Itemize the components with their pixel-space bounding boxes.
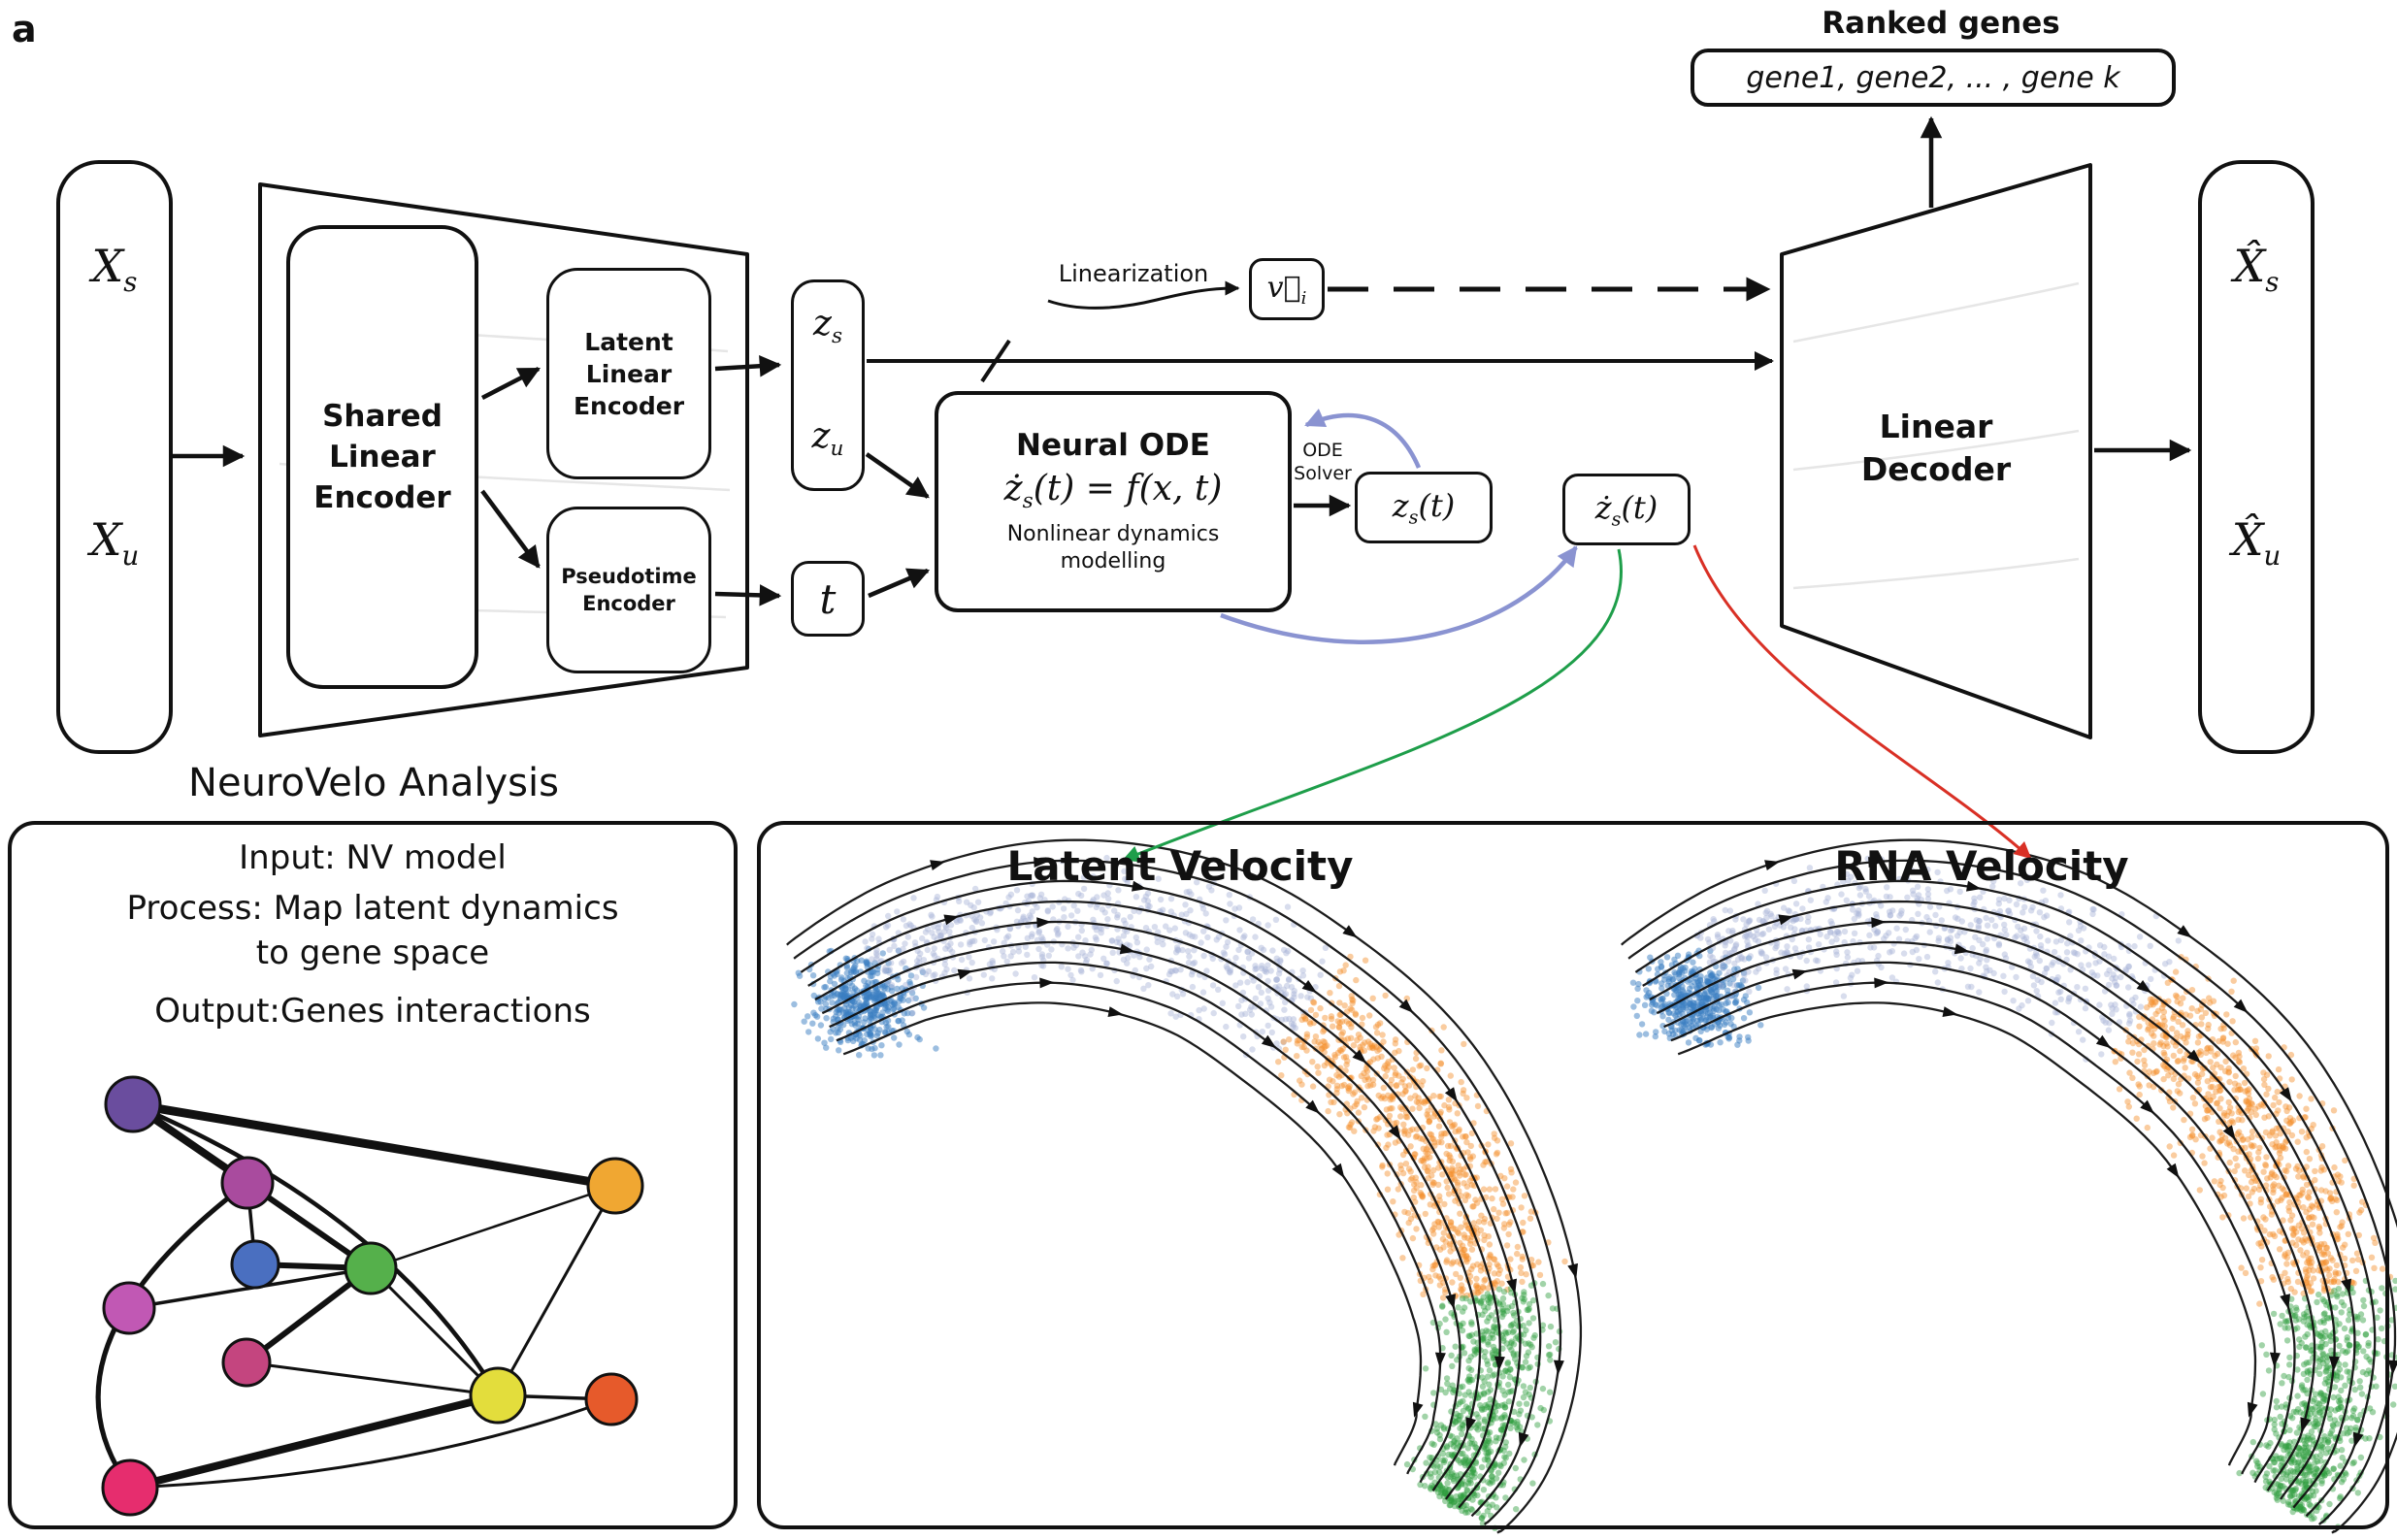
feedback-curve-solver-to-ode [1304, 409, 1422, 469]
ode-solver-label: ODE Solver [1294, 440, 1352, 484]
analysis-process-line-2: to gene space [255, 934, 490, 972]
shared-encoder-label-3: Encoder [313, 480, 451, 515]
node-magenta-purple [220, 1156, 275, 1210]
arrow-shared-to-pseudotime [480, 489, 541, 569]
latent-velocity-title: Latent Velocity [1006, 842, 1354, 890]
linearization-label: Linearization [1058, 260, 1209, 287]
input-xu-label: Xu [89, 513, 140, 573]
solved-state-box: zs(t) [1355, 472, 1493, 543]
network-edge [128, 1397, 613, 1490]
analysis-output-line: Output:Genes interactions [154, 992, 591, 1031]
node-crimson [101, 1458, 159, 1517]
figure-label: a [12, 8, 37, 50]
arrow-z-to-ode [865, 452, 930, 499]
neural-ode-subtitle-1: Nonlinear dynamics [1006, 522, 1220, 547]
t-label: t [819, 574, 837, 623]
input-box: Xs Xu [56, 160, 173, 754]
network-edge [245, 1360, 500, 1397]
time-box: t [791, 561, 865, 637]
decoder-label-1: Linear [1879, 408, 1993, 445]
eigen-vector-box: v⃗i [1249, 258, 1325, 320]
latent-encoder-label-3: Encoder [573, 391, 685, 420]
analysis-panel: Input: NV model Process: Map latent dyna… [8, 821, 738, 1529]
arrow-latentenc-to-z [714, 354, 782, 377]
curve-zdot-to-latent-velocity [1122, 548, 1623, 863]
latent-velocity-state-box: żs(t) [1562, 474, 1691, 545]
arrow-t-to-ode [868, 568, 931, 599]
network-edge [369, 1266, 500, 1397]
network-edge [128, 1099, 620, 1191]
arrow-pseudotime-to-t [714, 584, 782, 606]
network-edge [496, 1184, 617, 1397]
ranked-genes-title: Ranked genes [1822, 6, 2060, 41]
node-magenta [221, 1337, 272, 1388]
latent-state-box: zs zu [791, 279, 865, 491]
zdot-label: żs(t) [1594, 488, 1658, 531]
cluster-lavender [862, 854, 1330, 1059]
zu-label: zu [811, 416, 844, 462]
ranked-genes-list: gene1, gene2, ... , gene k [1746, 60, 2120, 95]
cluster-blue [791, 945, 939, 1059]
network-edge [126, 1392, 502, 1491]
gene-interaction-network [95, 1075, 644, 1517]
node-blue [230, 1239, 280, 1290]
latent-encoder-label-1: Latent [584, 327, 673, 356]
neural-ode-box: Neural ODE żs(t) = f(x, t) Nonlinear dyn… [935, 391, 1292, 612]
output-xu-label: X̂u [2231, 513, 2282, 573]
analysis-process-line-1: Process: Map latent dynamics [126, 889, 619, 928]
ranked-genes-box: gene1, gene2, ... , gene k [1691, 49, 2176, 107]
pipeline-arrows [173, 115, 2192, 606]
vi-label: v⃗i [1266, 270, 1307, 309]
streamlines [786, 838, 1583, 1534]
analysis-title: NeuroVelo Analysis [188, 761, 559, 805]
latent-encoder-box: Latent Linear Encoder [546, 268, 711, 479]
pseudotime-encoder-box: Pseudotime Encoder [546, 507, 711, 673]
rna-velocity-title: RNA Velocity [1834, 842, 2129, 890]
node-orange-red [584, 1372, 639, 1426]
neural-ode-equation: żs(t) = f(x, t) [1003, 468, 1223, 514]
neural-ode-subtitle-2: modelling [1060, 549, 1166, 574]
node-green [344, 1241, 398, 1295]
output-box: X̂s X̂u [2198, 160, 2315, 754]
latent-encoder-label-2: Linear [585, 359, 673, 388]
dimension-tick [980, 339, 1011, 383]
decoder-label: Linear Decoder [1820, 406, 2052, 491]
neural-ode-title: Neural ODE [1016, 427, 1210, 463]
shared-encoder-box: Shared Linear Encoder [286, 225, 478, 689]
arrow-shared-to-latent-encoder [480, 367, 541, 400]
network-edge [95, 1180, 250, 1491]
analysis-input-line: Input: NV model [239, 838, 507, 877]
shared-encoder-label-2: Linear [329, 440, 436, 475]
arrow-linearization-to-v [1047, 280, 1240, 310]
curve-decoder-to-rna-velocity [1692, 544, 2032, 860]
pseudotime-encoder-label-1: Pseudotime [561, 565, 697, 588]
latent-velocity-plot [786, 838, 1583, 1534]
network-edge [130, 1101, 501, 1398]
node-amber [586, 1157, 644, 1215]
velocity-panel: Latent Velocity RNA Velocity [757, 821, 2389, 1529]
network-edge [369, 1184, 617, 1270]
zst-label: zs(t) [1392, 486, 1456, 529]
decoder-hatch-lines [1792, 281, 2080, 590]
feedback-curve-ode-to-zdot [1220, 545, 1578, 644]
zs-label: zs [812, 304, 843, 349]
decoder-label-2: Decoder [1860, 450, 2012, 488]
shared-encoder-label-1: Shared [322, 399, 443, 434]
node-orchid [102, 1281, 156, 1335]
pseudotime-encoder-label-2: Encoder [582, 592, 675, 615]
node-purple [104, 1075, 162, 1133]
input-xs-label: Xs [91, 240, 138, 299]
node-yellow [469, 1366, 527, 1425]
output-xs-label: X̂s [2233, 240, 2280, 299]
